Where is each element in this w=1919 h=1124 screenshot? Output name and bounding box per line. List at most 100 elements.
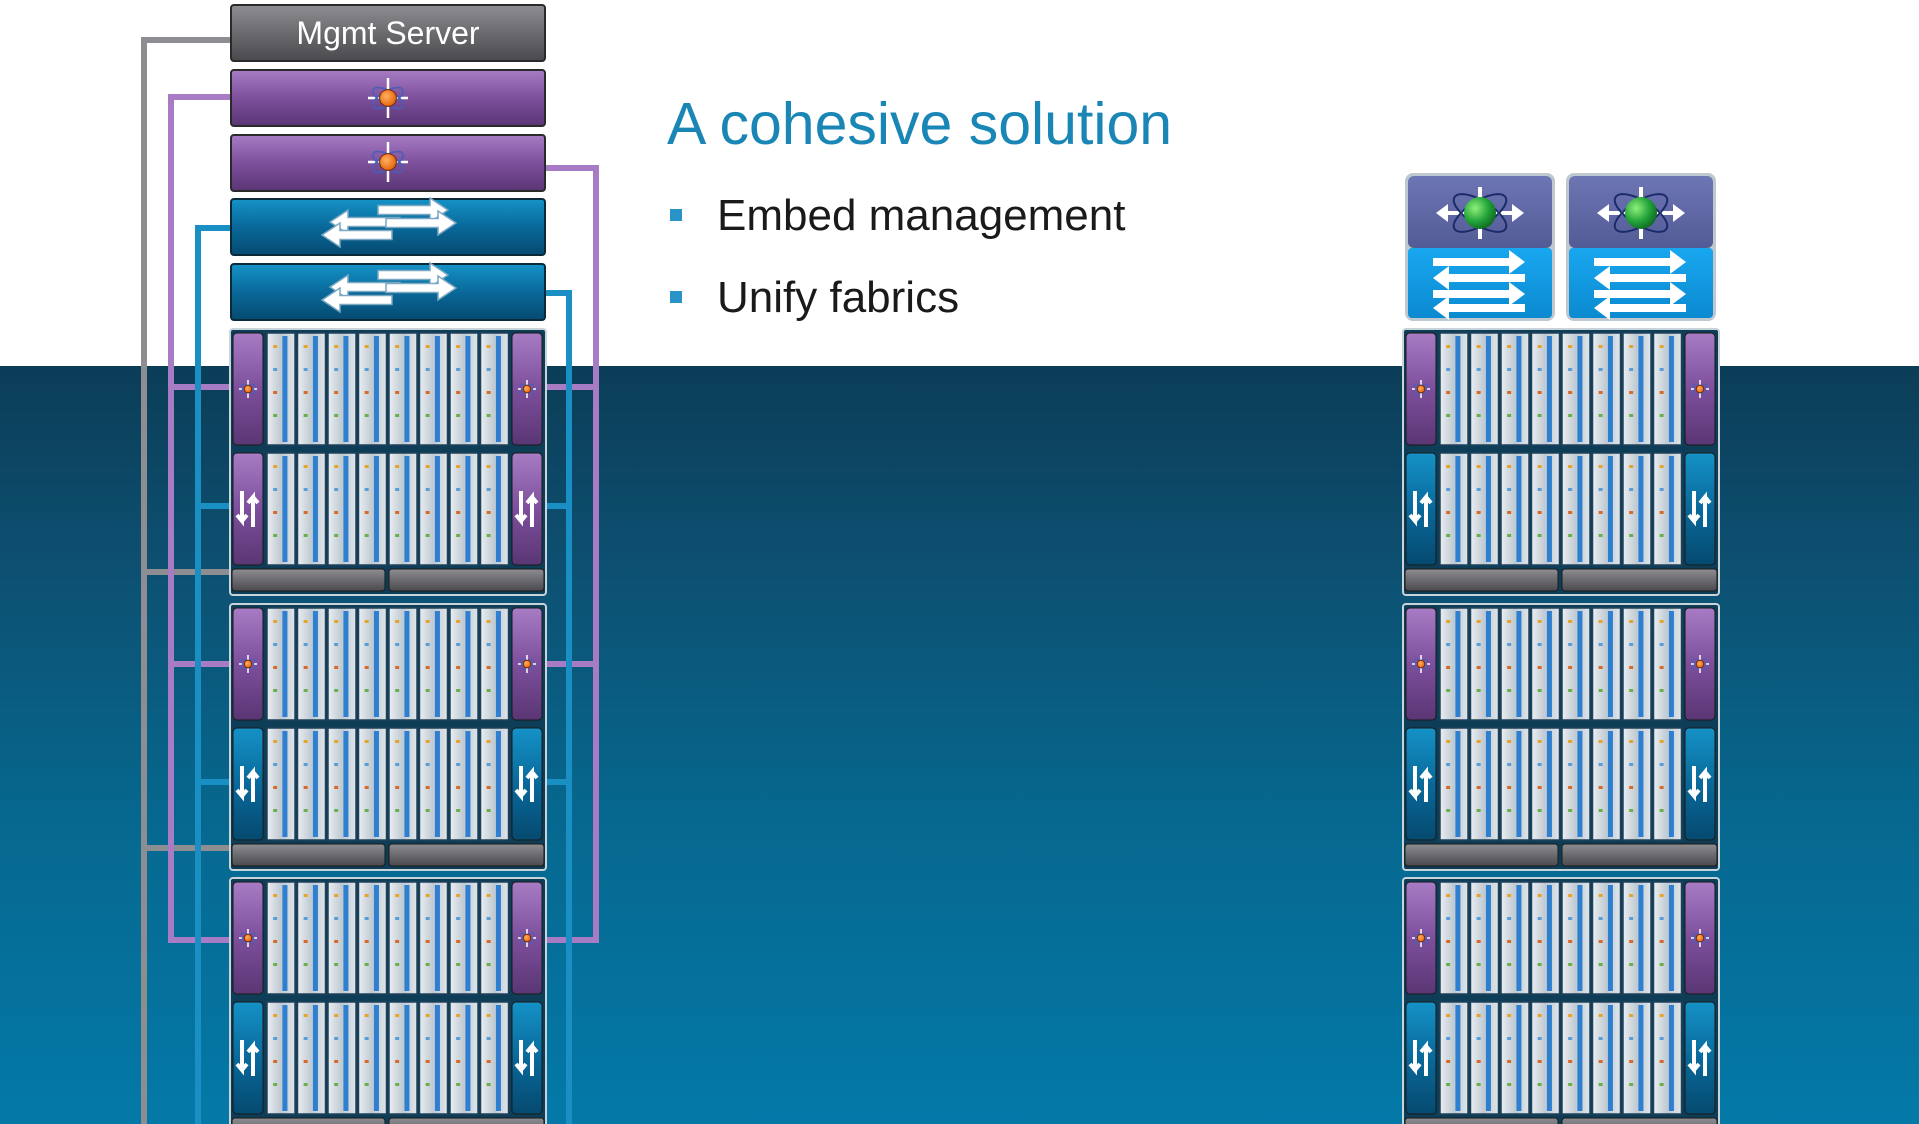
blade-server [1622,452,1652,566]
blade-server [1469,332,1500,446]
blade-server [1622,332,1652,446]
power-supply [388,1117,545,1124]
blade-server [418,452,449,566]
blade-server [266,332,296,446]
blade-server [357,607,388,721]
chassis-io-module [232,727,264,841]
management-icon [518,929,536,947]
blade-server [449,1001,479,1115]
blade-server [357,881,388,995]
blade-server [388,1001,418,1115]
bullet-marker [670,209,682,221]
mgmt-cabling [141,37,599,1124]
power-supply [388,568,545,592]
chassis-io-module [232,452,264,566]
blade-server [1622,881,1652,995]
blade-server [1591,452,1622,566]
blade-server [296,727,327,841]
blade-server [1622,1001,1652,1115]
blade-server [1500,607,1530,721]
chassis-io-module [1405,727,1437,841]
blade-server [479,1001,510,1115]
blade-server [296,607,327,721]
blade-server [296,1001,327,1115]
bullet-item: Unify fabrics [667,272,1125,354]
blade-server [388,881,418,995]
blade-server [418,1001,449,1115]
management-icon [1691,655,1709,673]
blade-server [1469,1001,1500,1115]
blade-chassis [1402,877,1720,1124]
mgmt-server [230,4,546,62]
blade-chassis [229,328,547,596]
io-module-icon [1687,491,1712,527]
blade-server [1561,452,1591,566]
blade-server [296,452,327,566]
blade-server [479,332,510,446]
management-icon [518,655,536,673]
io-module-icon [235,1040,260,1076]
bullet-text: Embed management [717,191,1126,240]
bullet-marker [670,291,682,303]
management-icon [518,380,536,398]
fabric-switch-icon [320,261,458,314]
blade-server [388,727,418,841]
blade-server [1439,332,1469,446]
power-supply [1561,568,1718,592]
io-module-icon [1687,766,1712,802]
blade-server [1561,1001,1591,1115]
blade-server [1530,881,1561,995]
blade-server [1530,1001,1561,1115]
fabric-interconnect-2 [1566,173,1716,321]
blade-server [1652,727,1683,841]
chassis-io-module [511,452,543,566]
blade-server [357,727,388,841]
blade-server [479,452,510,566]
blade-server [479,881,510,995]
blade-server [1652,1001,1683,1115]
blade-server [1439,607,1469,721]
management-icon [1412,655,1430,673]
chassis-io-module [1684,1001,1716,1115]
blade-server [1622,607,1652,721]
blade-server [357,452,388,566]
management-icon [368,142,408,182]
blade-server [1591,607,1622,721]
chassis-io-module [1684,452,1716,566]
blade-server [327,332,357,446]
blade-server [418,881,449,995]
blade-server [266,727,296,841]
chassis-stack-right [1402,328,1720,1124]
blade-server [1500,881,1530,995]
blade-server [1469,881,1500,995]
management-icon [239,380,257,398]
blade-server [1530,607,1561,721]
blade-server [1591,727,1622,841]
blade-server [449,452,479,566]
blade-server [449,727,479,841]
blade-server [449,607,479,721]
blade-server [1561,607,1591,721]
blade-server [1561,881,1591,995]
blade-server [1591,332,1622,446]
blade-server [388,607,418,721]
chassis-io-module [511,1001,543,1115]
power-supply [1561,843,1718,867]
io-module-icon [1408,1040,1433,1076]
blade-server [1500,1001,1530,1115]
power-supply [1404,1117,1559,1124]
blade-server [449,332,479,446]
blade-chassis [229,877,547,1124]
blade-server [327,452,357,566]
blade-server [1591,881,1622,995]
io-module-icon [1408,491,1433,527]
bullet-item: Embed management [667,190,1125,272]
blade-server [296,881,327,995]
bullet-text: Unify fabrics [717,273,960,322]
blade-server [1439,727,1469,841]
blade-server [1469,607,1500,721]
blade-server [1439,1001,1469,1115]
power-supply [388,843,545,867]
blade-server [1469,727,1500,841]
